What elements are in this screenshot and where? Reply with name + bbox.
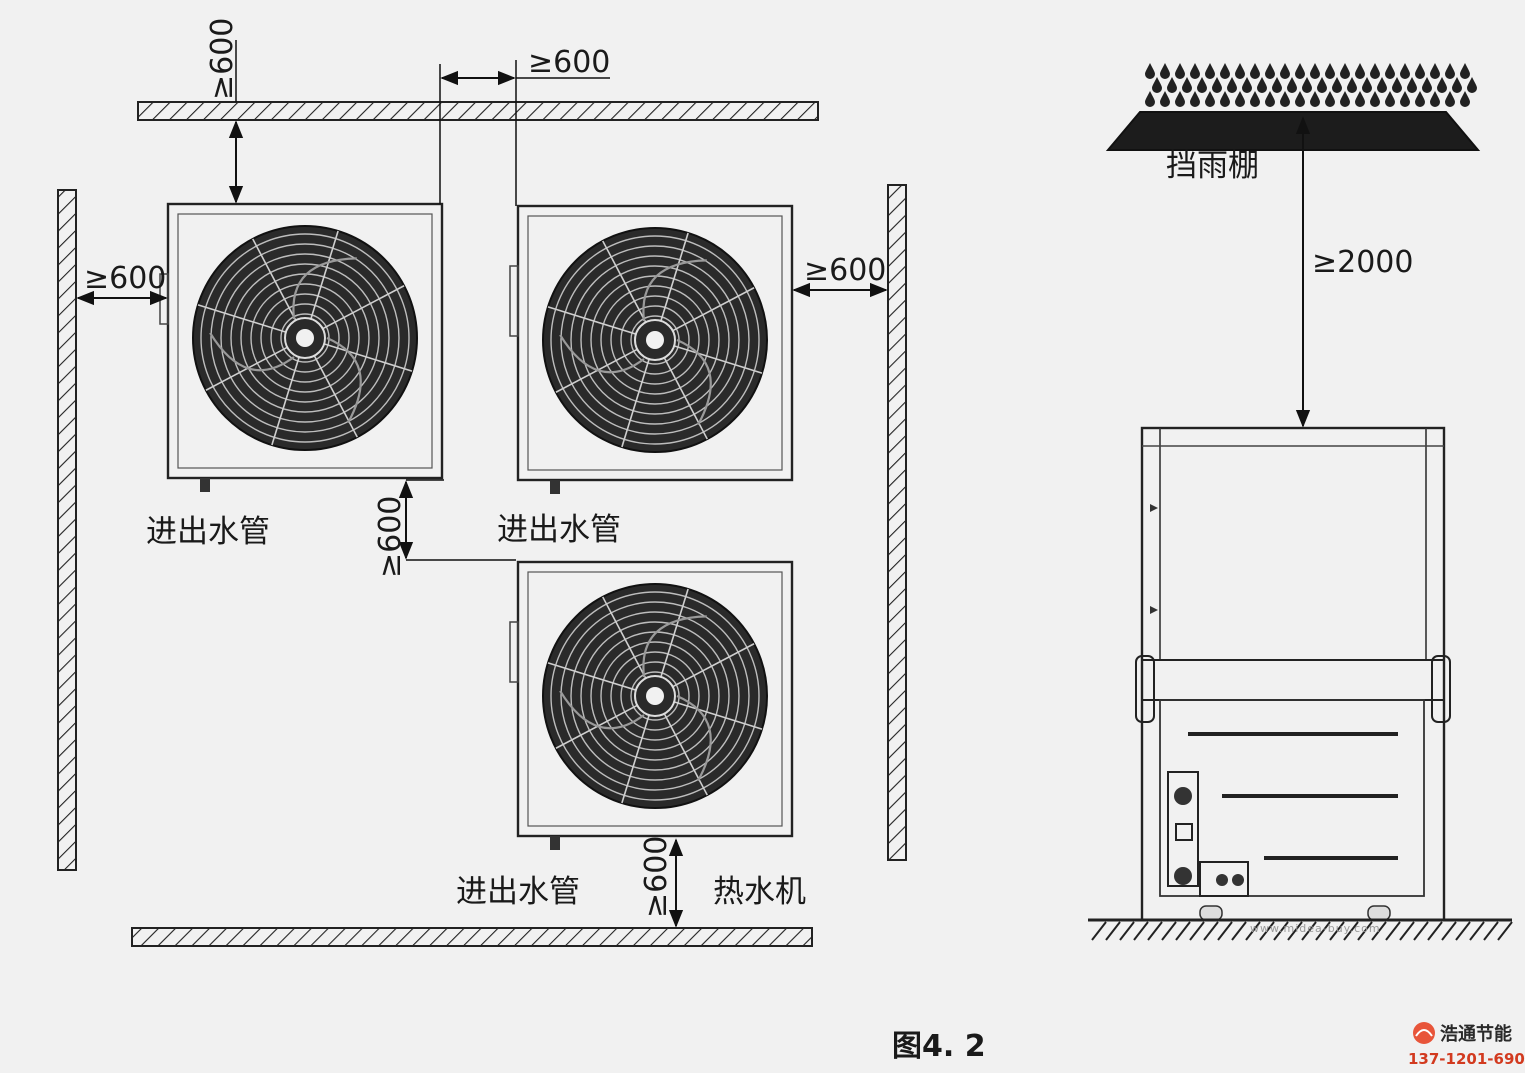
dimension-right-wall-clearance: ≥600 xyxy=(792,253,888,298)
logo-phone: 137-1201-6909 xyxy=(1408,1050,1525,1068)
dimension-rain-shelter-clearance: ≥2000 xyxy=(1295,116,1413,428)
bottom-floor xyxy=(131,927,813,947)
logo-name: 浩通节能 xyxy=(1440,1023,1512,1045)
pipe-label-bottom: 进出水管 xyxy=(456,874,580,910)
watermark: www.midea-buy.com xyxy=(1250,922,1381,935)
dimension-top-clearance: ≥600 xyxy=(205,18,244,204)
vertical-gap-label: ≥600 xyxy=(373,496,408,578)
gap-between-units-label: ≥600 xyxy=(528,45,610,80)
rain-drops xyxy=(1145,63,1477,107)
bottom-clearance-label: ≥600 xyxy=(639,836,674,918)
dimension-left-wall-clearance: ≥600 xyxy=(76,261,168,306)
fan-icon xyxy=(192,225,418,451)
top-clearance-label: ≥600 xyxy=(205,18,240,100)
heat-pump-unit-left xyxy=(159,202,444,492)
dimension-vertical-gap: ≥600 xyxy=(373,479,516,578)
top-ceiling xyxy=(137,101,819,121)
rain-shelter-clearance-label: ≥2000 xyxy=(1312,245,1413,280)
pipe-label-middle: 进出水管 xyxy=(497,512,621,548)
heat-pump-unit-bottom xyxy=(509,560,794,850)
figure-caption: 图4. 2 xyxy=(892,1029,986,1064)
right-wall xyxy=(887,184,907,861)
heater-label: 热水机 xyxy=(713,874,806,910)
dimension-gap-between-units: ≥600 xyxy=(439,45,610,206)
left-wall-clearance-label: ≥600 xyxy=(84,261,166,296)
rain-shelter-label: 挡雨棚 xyxy=(1166,148,1259,184)
right-wall-clearance-label: ≥600 xyxy=(804,253,886,288)
dimension-bottom-clearance: ≥600 xyxy=(639,836,684,928)
pipe-label-left: 进出水管 xyxy=(146,514,270,550)
heat-pump-side-view xyxy=(1135,426,1451,922)
fan-icon xyxy=(542,227,768,453)
company-logo: 浩通节能 137-1201-6909 xyxy=(1408,1022,1525,1068)
heat-pump-unit-right xyxy=(509,204,794,494)
fan-icon xyxy=(542,583,768,809)
logo-mark-icon xyxy=(1413,1022,1435,1044)
ground-right xyxy=(1088,918,1513,941)
left-wall xyxy=(57,189,77,871)
rain-shelter xyxy=(1105,111,1481,151)
